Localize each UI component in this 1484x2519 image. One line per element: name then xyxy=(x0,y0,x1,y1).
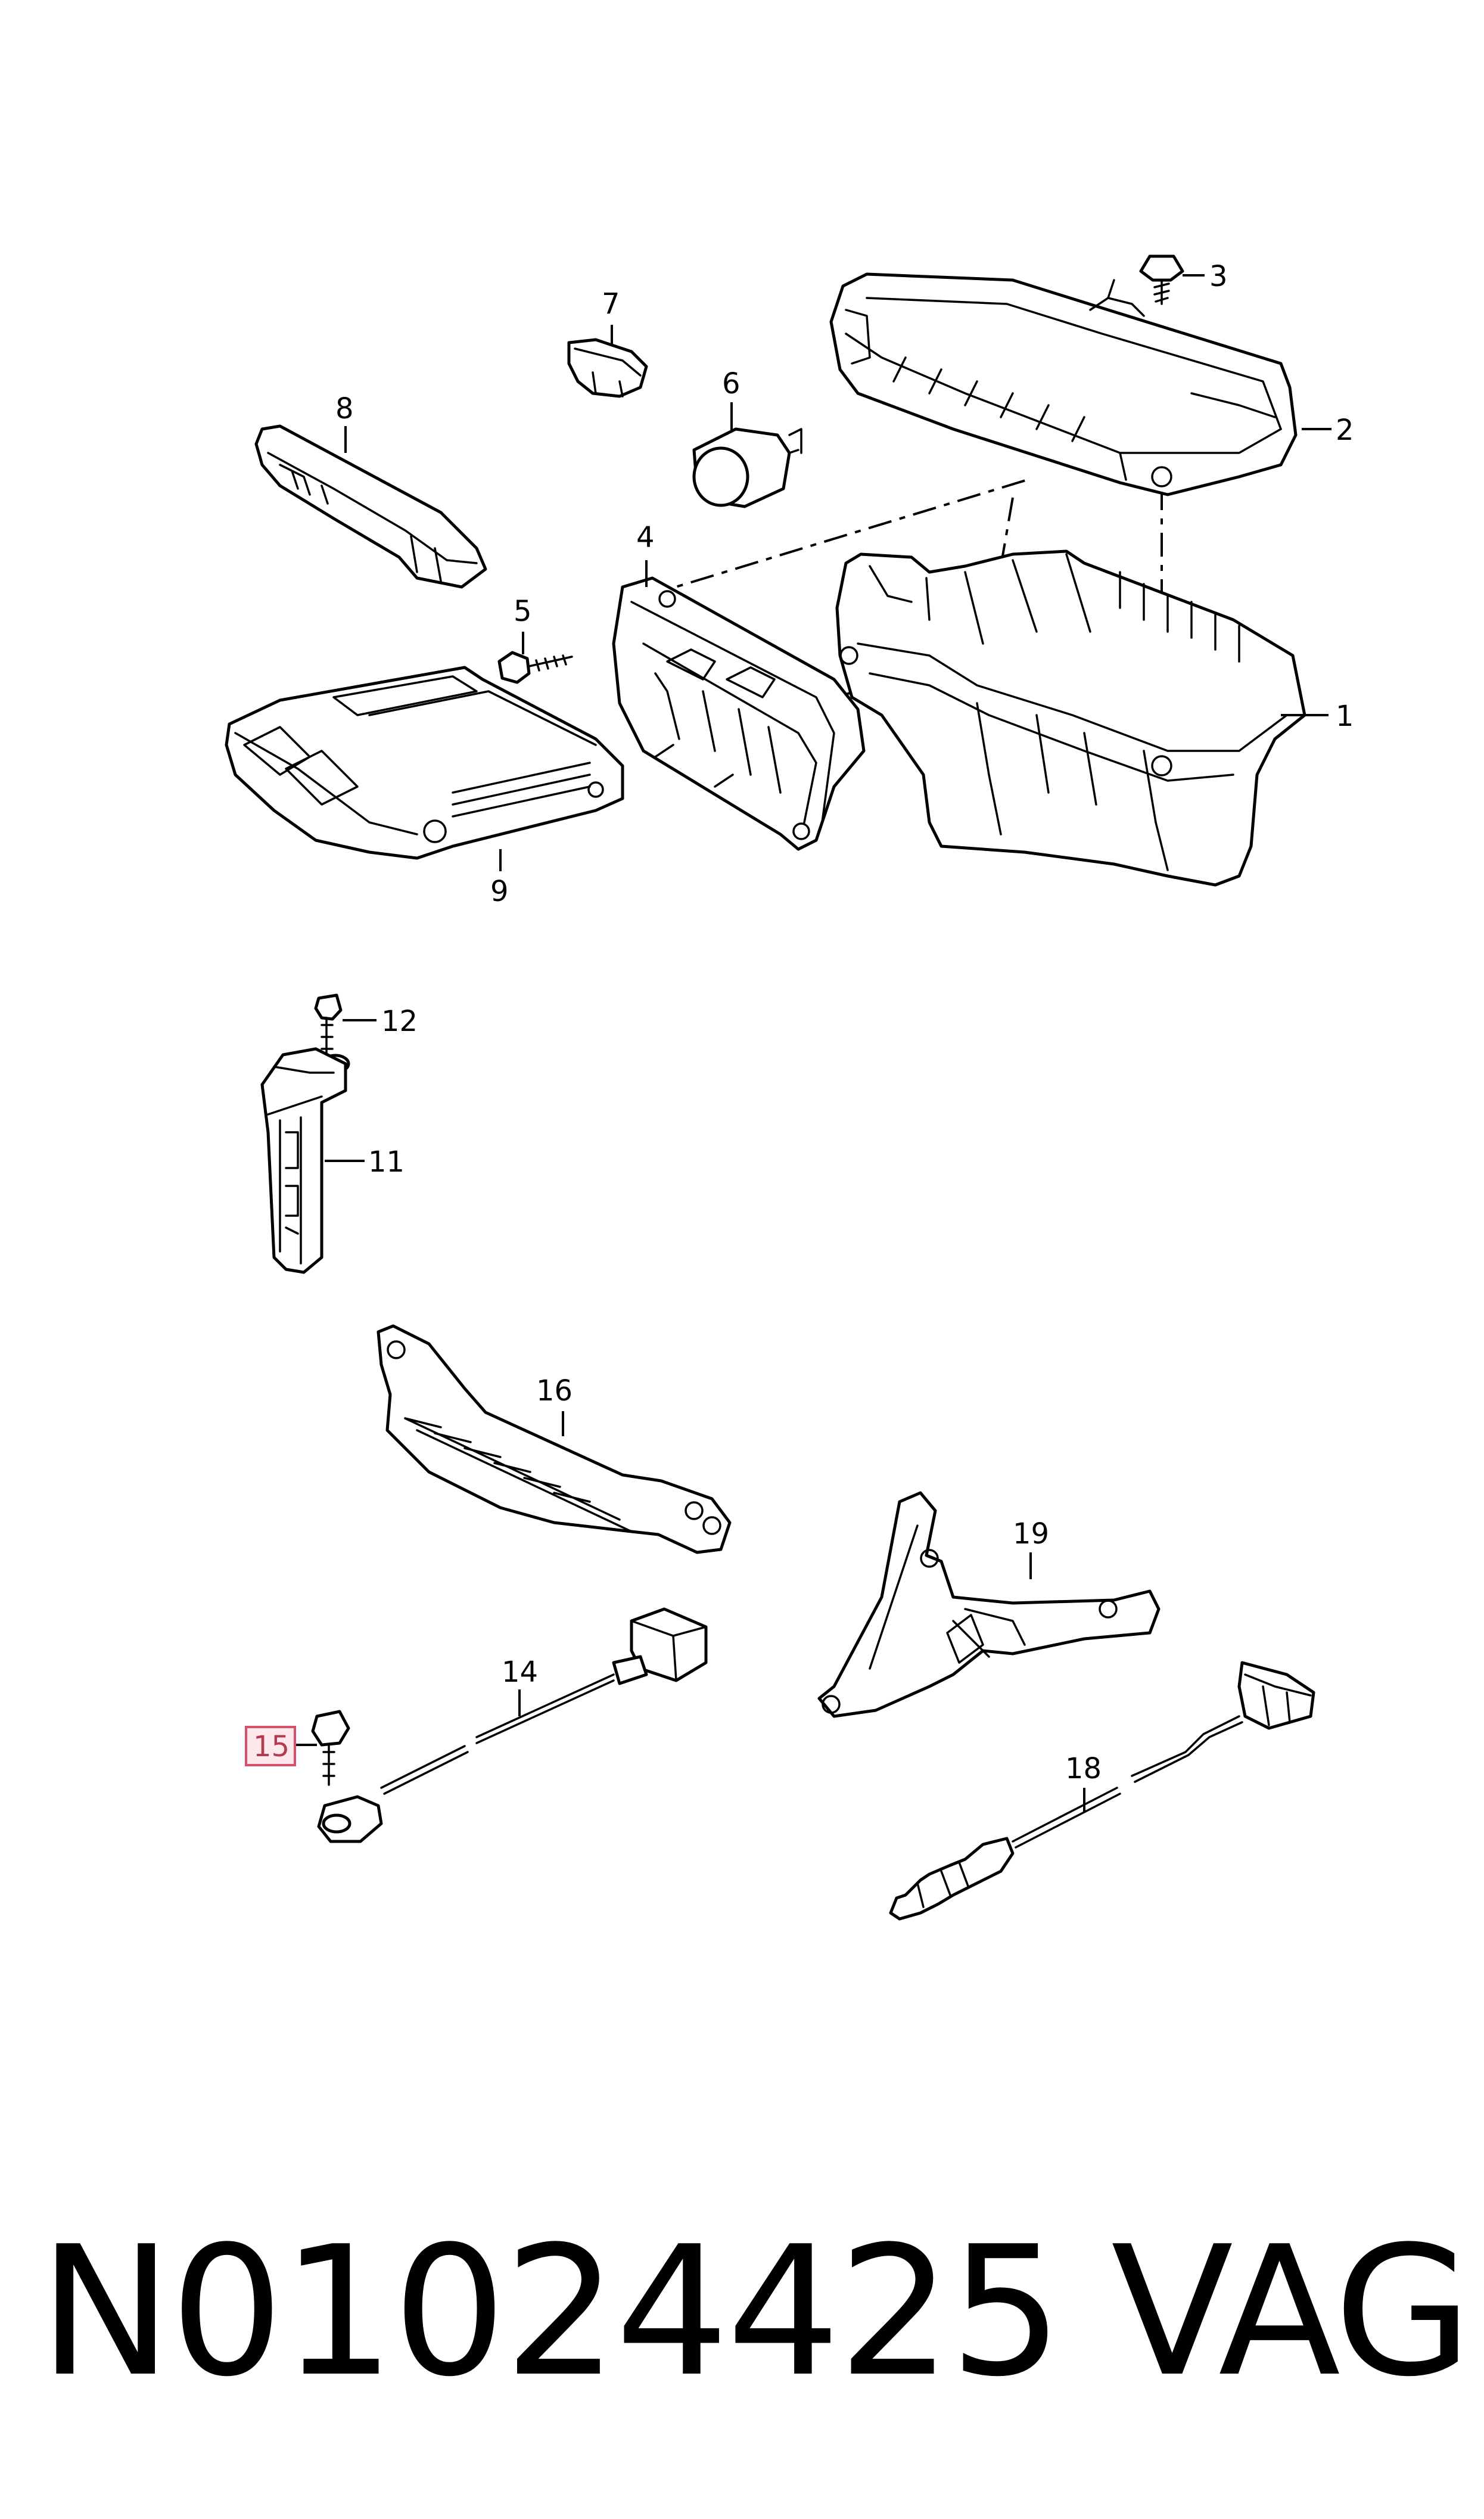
part-7-bracket[interactable] xyxy=(567,338,648,398)
part-6-relay[interactable] xyxy=(692,427,802,508)
callout-7[interactable]: 7 xyxy=(602,287,620,321)
callout-2[interactable]: 2 xyxy=(1336,414,1354,447)
part-number: N01024425 xyxy=(39,2208,1063,2416)
part-9-engine-control-unit[interactable] xyxy=(225,666,624,860)
callout-8[interactable]: 8 xyxy=(335,392,354,425)
part-4-ecu-bracket[interactable] xyxy=(612,576,866,851)
callout-5[interactable]: 5 xyxy=(514,595,532,628)
callout-12[interactable]: 12 xyxy=(381,1005,418,1038)
callout-1[interactable]: 1 xyxy=(1336,700,1354,733)
callout-6[interactable]: 6 xyxy=(722,367,741,400)
part-1-air-filter-housing[interactable] xyxy=(835,549,1306,887)
callout-14[interactable]: 14 xyxy=(502,1655,538,1689)
callout-15-highlight xyxy=(245,1726,296,1766)
callout-labels: 1 2 3 4 5 6 7 8 9 11 12 14 15 16 18 19 xyxy=(245,260,1354,1785)
part-8-relay-carrier[interactable] xyxy=(254,424,487,589)
callout-3[interactable]: 3 xyxy=(1209,260,1228,293)
part-18-lambda-sensor[interactable] xyxy=(889,1661,1315,1921)
callout-9[interactable]: 9 xyxy=(490,875,509,908)
brand-label: VAG xyxy=(1111,2208,1472,2416)
part-14-knock-sensor[interactable] xyxy=(317,1607,708,1843)
callout-4[interactable]: 4 xyxy=(636,521,655,554)
callout-19[interactable]: 19 xyxy=(1013,1517,1049,1551)
part-2-air-filter-cover[interactable] xyxy=(829,272,1298,496)
callout-11[interactable]: 11 xyxy=(368,1145,405,1179)
callout-15[interactable]: 15 xyxy=(253,1730,290,1763)
part-5-screw[interactable] xyxy=(497,651,573,684)
callout-18[interactable]: 18 xyxy=(1065,1752,1102,1785)
part-3-screw[interactable] xyxy=(1139,254,1184,305)
leader-lines xyxy=(295,274,1331,1812)
part-16-bracket[interactable] xyxy=(377,1324,732,1554)
part-11-sensor[interactable] xyxy=(260,1047,347,1274)
part-19-bracket[interactable] xyxy=(817,1491,1161,1718)
callout-16[interactable]: 16 xyxy=(536,1374,573,1408)
part-15-bolt[interactable] xyxy=(311,1710,350,1786)
